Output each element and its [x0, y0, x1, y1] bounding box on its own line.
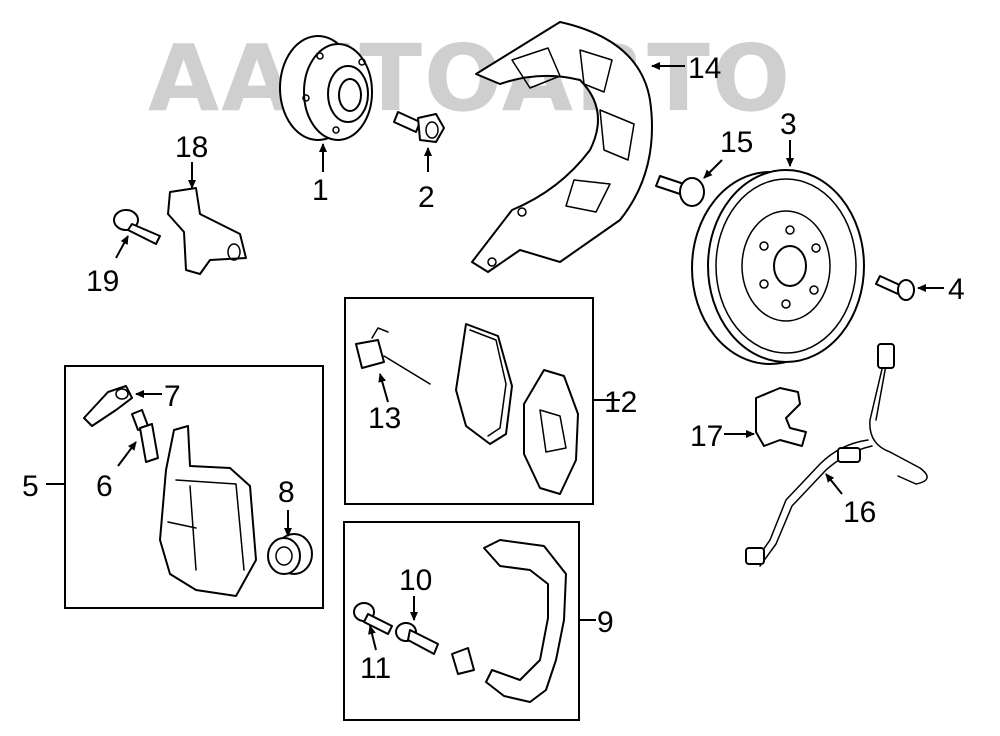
callout-3: 3 [780, 108, 797, 141]
part-1-wheel-hub [279, 35, 373, 141]
callout-5: 5 [22, 470, 39, 503]
part-2-hub-bolt [393, 111, 445, 143]
callout-6: 6 [96, 470, 113, 503]
callout-7: 7 [164, 380, 181, 413]
part-5-brake-caliper [159, 425, 257, 597]
callout-16: 16 [843, 496, 876, 529]
callout-15: 15 [720, 126, 753, 159]
callout-11: 11 [360, 652, 391, 685]
callout-17: 17 [690, 420, 723, 453]
callout-2: 2 [418, 181, 435, 214]
part-14-splash-shield [471, 21, 653, 273]
part-19-sensor-bolt [113, 209, 161, 245]
part-15-bolt [655, 175, 705, 207]
callout-19: 19 [86, 265, 119, 298]
callout-10: 10 [399, 564, 432, 597]
callout-18: 18 [175, 131, 208, 164]
callout-8: 8 [278, 476, 295, 509]
part-4-disc-screw [875, 275, 915, 301]
callout-12: 12 [604, 386, 637, 419]
part-10-guide-pin [395, 622, 475, 675]
callout-9: 9 [597, 606, 614, 639]
callout-1: 1 [312, 174, 329, 207]
part-3-brake-disc [691, 169, 865, 365]
callout-4: 4 [948, 273, 965, 306]
part-12-brake-pad-outer [523, 369, 579, 495]
callout-13: 13 [368, 402, 401, 435]
part-8-piston-seal [267, 533, 313, 575]
part-17-hose-bracket [755, 387, 807, 447]
part-11-bracket-bolt [353, 602, 393, 635]
group-5-box [64, 365, 324, 609]
part-16-brake-hose [745, 343, 928, 567]
part-13-wear-sensor [355, 327, 431, 385]
callout-14: 14 [688, 52, 721, 85]
part-12-brake-pad-inner [455, 323, 513, 445]
watermark-logo: AAETOABTO [148, 25, 792, 132]
part-18-sensor [167, 187, 247, 275]
part-9-caliper-bracket [483, 539, 567, 703]
part-6-bleeder-screw [131, 409, 159, 463]
part-7-bleeder-cap [83, 385, 133, 427]
